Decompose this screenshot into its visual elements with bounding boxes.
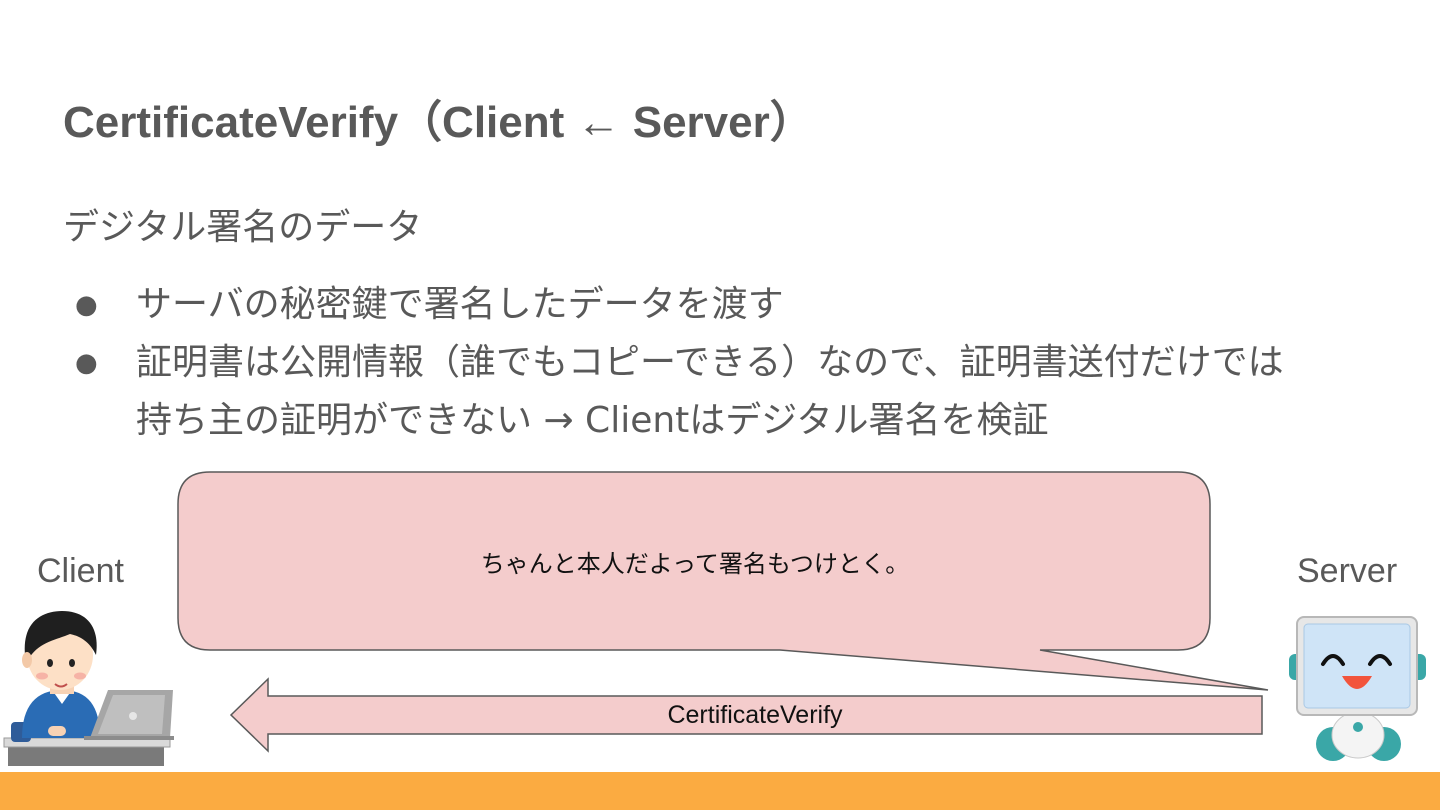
speech-bubble-text: ちゃんと本人だよって署名もつけとく。 — [180, 544, 1210, 579]
speech-bubble — [178, 472, 1268, 690]
footer-bar — [0, 772, 1440, 810]
server-label: Server — [1297, 552, 1397, 591]
robot-server-illustration — [1289, 617, 1426, 761]
client-label: Client — [37, 552, 124, 591]
person-at-laptop-illustration — [4, 611, 174, 766]
message-arrow-label: CertificateVerify — [560, 701, 950, 730]
